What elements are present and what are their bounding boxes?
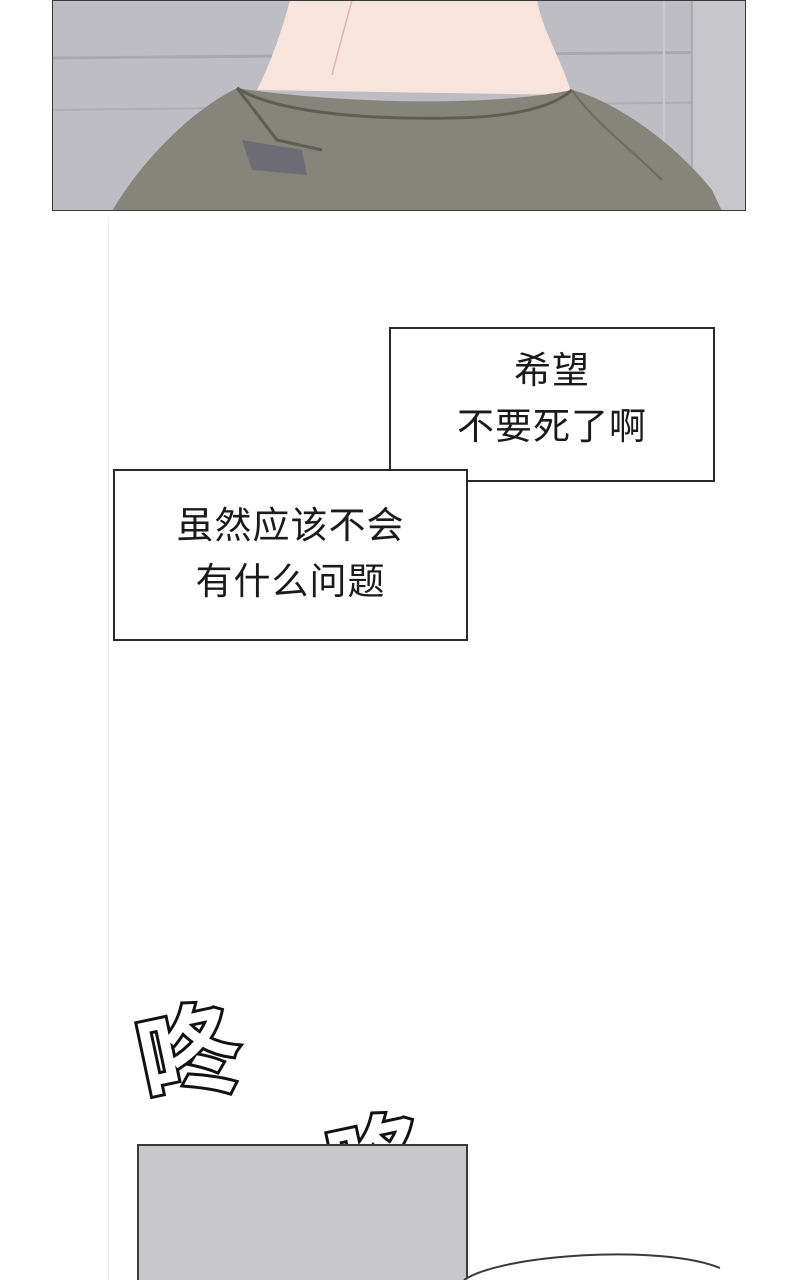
caption-box-reassurance: 虽然应该不会 有什么问题	[113, 469, 468, 641]
caption-line: 不要死了啊	[457, 405, 647, 448]
bottom-arc-shape	[463, 1253, 721, 1280]
caption-line: 有什么问题	[195, 560, 386, 603]
page-gutter-line	[108, 218, 109, 1280]
sound-effect-thud: 咚	[128, 990, 254, 1120]
bottom-panel	[137, 1144, 468, 1280]
caption-box-hope: 希望 不要死了啊	[389, 327, 715, 482]
neck-shoulder-illustration	[52, 0, 746, 211]
top-illustration-panel	[52, 0, 746, 211]
caption-line: 希望	[514, 349, 590, 392]
sound-effect-text: 咚	[128, 990, 251, 1120]
caption-line: 虽然应该不会	[176, 504, 405, 547]
